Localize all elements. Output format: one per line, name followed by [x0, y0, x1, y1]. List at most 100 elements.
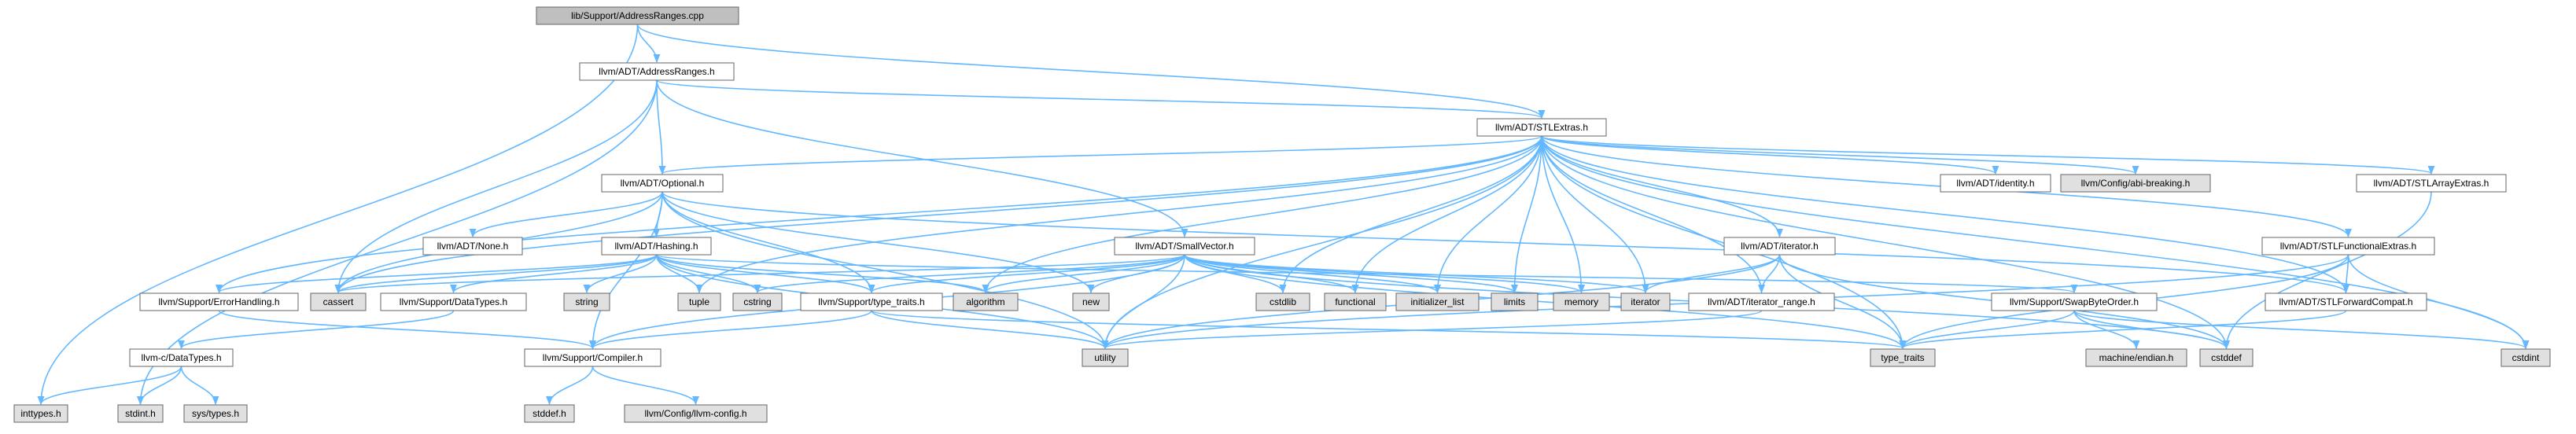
edge-stlextras-to-cstdlib — [1279, 135, 1542, 294]
node-box-algorithm — [953, 292, 1019, 311]
node-box-type_traits_std — [1870, 348, 1936, 367]
edge-hashing-to-datatypes — [450, 254, 658, 294]
node-label-limits: limits — [1504, 296, 1525, 307]
node-box-inttypes — [13, 404, 68, 423]
node-box-stdint — [117, 404, 164, 423]
edge-typetraits-to-compiler — [589, 310, 872, 350]
node-label-none: llvm/ADT/None.h — [437, 241, 509, 252]
node-cstdlib: cstdlib — [1255, 292, 1310, 311]
edge-typetraits-to-type_traits_std — [871, 310, 1906, 350]
node-cassert: cassert — [310, 292, 367, 311]
edge-hashing-to-algorithm — [655, 254, 989, 294]
nodes: lib/Support/AddressRanges.cpp llvm/ADT/Ad… — [13, 6, 2551, 423]
node-box-stlarrayextras — [2356, 174, 2507, 193]
node-machineendian: machine/endian.h — [2085, 348, 2187, 367]
node-errorhandling[interactable]: llvm/Support/ErrorHandling.h — [139, 292, 299, 311]
edge-stlextras-to-stlarrayextras — [1541, 135, 2434, 175]
node-label-utility: utility — [1094, 352, 1115, 363]
edge-hashing-to-cstring — [655, 254, 761, 294]
node-box-swapbyteorder — [1991, 292, 2158, 311]
node-box-stlforwardcompat — [2265, 292, 2427, 311]
node-type_traits_std: type_traits — [1870, 348, 1936, 367]
node-optional[interactable]: llvm/ADT/Optional.h — [601, 174, 724, 193]
edge-hashing-to-typetraits — [655, 254, 875, 294]
node-new: new — [1072, 292, 1110, 311]
edge-stlextras-to-iterator — [1541, 135, 1783, 238]
node-limits: limits — [1491, 292, 1539, 311]
node-label-llvmconfig: llvm/Config/llvm-config.h — [644, 408, 746, 419]
edge-llvmc_datatypes-to-stdint — [137, 366, 182, 406]
edge-stlextras-to-cassert — [334, 135, 1542, 294]
node-label-typetraits: llvm/Support/type_traits.h — [818, 296, 924, 307]
edge-stlextras-to-memory — [1541, 135, 1585, 294]
node-label-stlextras: llvm/ADT/STLExtras.h — [1495, 122, 1588, 133]
edge-stlextras-to-algorithm — [982, 135, 1542, 294]
node-label-tuple: tuple — [689, 296, 709, 307]
node-box-cstring — [732, 292, 783, 311]
node-box-abibreaking — [2060, 174, 2211, 193]
node-iterator_std: iterator — [1620, 292, 1671, 311]
node-none[interactable]: llvm/ADT/None.h — [422, 237, 523, 256]
node-llvmc_datatypes[interactable]: llvm-c/DataTypes.h — [129, 348, 234, 367]
edge-hashing-to-errorhandling — [216, 254, 658, 294]
node-label-stddef: stddef.h — [533, 408, 566, 419]
node-stlforwardcompat[interactable]: llvm/ADT/STLForwardCompat.h — [2265, 292, 2427, 311]
node-label-stlarrayextras: llvm/ADT/STLArrayExtras.h — [2374, 178, 2489, 189]
edge-stlextras-to-identity — [1541, 135, 1999, 175]
node-identity[interactable]: llvm/ADT/identity.h — [1940, 174, 2051, 193]
edge-smallvector-to-algorithm — [982, 254, 1185, 294]
node-iterator[interactable]: llvm/ADT/iterator.h — [1723, 237, 1836, 256]
node-label-identity: llvm/ADT/identity.h — [1956, 178, 2034, 189]
node-label-cstdlib: cstdlib — [1270, 296, 1296, 307]
edge-hashing-to-cassert — [334, 254, 658, 294]
node-label-memory: memory — [1564, 296, 1598, 307]
node-memory: memory — [1553, 292, 1610, 311]
node-box-memory — [1553, 292, 1610, 311]
node-cstring: cstring — [732, 292, 783, 311]
node-stlarrayextras[interactable]: llvm/ADT/STLArrayExtras.h — [2356, 174, 2507, 193]
node-compiler[interactable]: llvm/Support/Compiler.h — [524, 348, 662, 367]
edge-compiler-to-stddef — [546, 366, 594, 406]
node-box-iterator_std — [1620, 292, 1671, 311]
node-label-root: lib/Support/AddressRanges.cpp — [571, 10, 704, 21]
edge-stlextras-to-cstddef — [1541, 135, 2230, 350]
edge-stlarrayextras-to-cstddef — [2223, 191, 2432, 350]
node-box-systypes — [183, 404, 248, 423]
node-swapbyteorder[interactable]: llvm/Support/SwapByteOrder.h — [1991, 292, 2158, 311]
node-hashing[interactable]: llvm/ADT/Hashing.h — [601, 237, 712, 256]
node-label-type_traits_std: type_traits — [1881, 352, 1924, 363]
edge-typetraits-to-utility — [871, 310, 1109, 350]
edge-addressranges-to-optional — [656, 79, 666, 175]
edge-optional-to-none — [469, 191, 663, 238]
node-label-systypes: sys/types.h — [192, 408, 239, 419]
edge-addressranges-to-stlextras — [656, 79, 1545, 120]
node-label-llvmc_datatypes: llvm-c/DataTypes.h — [141, 352, 221, 363]
node-box-addressranges — [579, 62, 735, 81]
edge-iterator-to-iterator_std — [1642, 254, 1781, 294]
edge-smallvector-to-typetraits — [868, 254, 1185, 294]
node-cstdint: cstdint — [2500, 348, 2551, 367]
node-box-cstdlib — [1255, 292, 1310, 311]
node-box-optional — [601, 174, 724, 193]
node-box-datatypes — [380, 292, 527, 311]
node-label-new: new — [1082, 296, 1100, 307]
node-label-swapbyteorder: llvm/Support/SwapByteOrder.h — [2010, 296, 2139, 307]
node-box-iteratorrange — [1688, 292, 1835, 311]
node-datatypes[interactable]: llvm/Support/DataTypes.h — [380, 292, 527, 311]
node-box-cassert — [310, 292, 367, 311]
edge-hashing-to-tuple — [655, 254, 703, 294]
edge-stlextras-to-abibreaking — [1541, 135, 2139, 175]
node-smallvector[interactable]: llvm/ADT/SmallVector.h — [1114, 237, 1255, 256]
edge-swapbyteorder-to-machineendian — [2073, 310, 2140, 350]
node-iteratorrange[interactable]: llvm/ADT/iterator_range.h — [1688, 292, 1835, 311]
node-stlextras[interactable]: llvm/ADT/STLExtras.h — [1476, 118, 1607, 137]
edge-swapbyteorder-to-cstddef — [2073, 310, 2230, 350]
node-stlfunctionalextras[interactable]: llvm/ADT/STLFunctionalExtras.h — [2261, 237, 2435, 256]
edge-root-to-addressranges — [636, 24, 661, 64]
edge-hashing-to-string — [583, 254, 658, 294]
node-box-root — [536, 6, 739, 25]
node-box-errorhandling — [139, 292, 299, 311]
node-addressranges[interactable]: llvm/ADT/AddressRanges.h — [579, 62, 735, 81]
node-box-typetraits — [800, 292, 943, 311]
node-typetraits[interactable]: llvm/Support/type_traits.h — [800, 292, 943, 311]
